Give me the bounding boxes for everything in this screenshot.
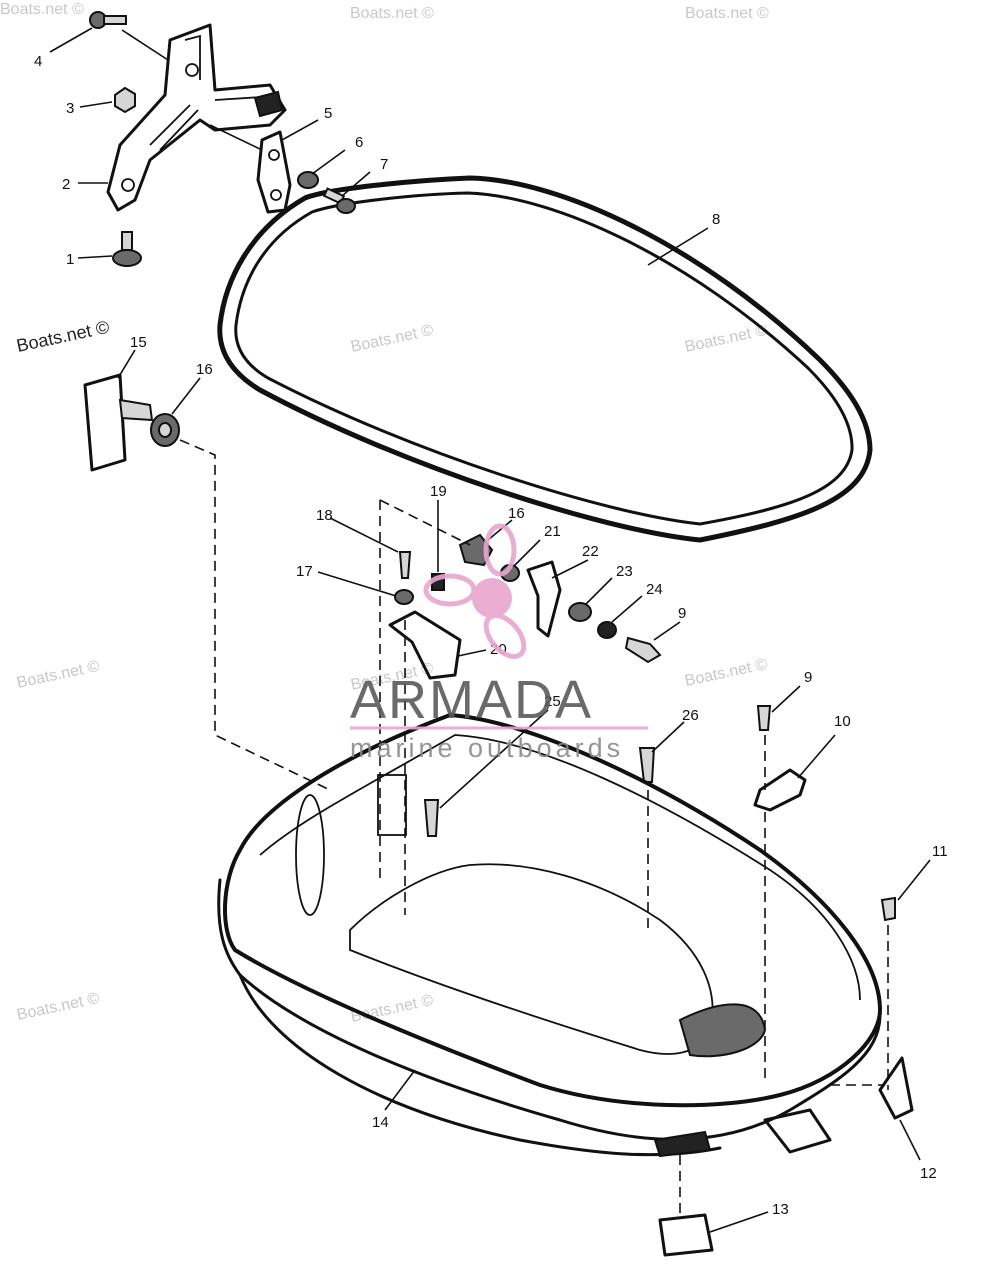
callout-3: 3 <box>66 100 74 117</box>
callout-17: 17 <box>296 563 313 580</box>
assembly-lines <box>179 439 889 1215</box>
callout-14: 14 <box>372 1114 389 1131</box>
propeller-logo <box>423 523 527 659</box>
screw-11 <box>880 896 896 922</box>
callout-8: 8 <box>712 211 720 228</box>
bottom-cowl <box>217 713 882 1158</box>
callout-2: 2 <box>62 176 70 193</box>
bolt-4 <box>89 11 127 29</box>
screw-18 <box>398 551 412 579</box>
callout-7: 7 <box>380 156 388 173</box>
callout-24: 24 <box>646 581 663 598</box>
plug-13 <box>658 1213 714 1257</box>
bracket-10 <box>753 768 807 812</box>
screw-26 <box>638 747 656 783</box>
callout-10: 10 <box>834 713 851 730</box>
callout-9a: 9 <box>678 605 686 622</box>
washer-23 <box>568 602 592 622</box>
watermark: Boats.net © <box>683 656 769 690</box>
catch-20 <box>388 610 462 680</box>
watermark: Boats.net © <box>350 5 434 22</box>
watermark: Boats.net © <box>349 322 435 356</box>
nut-3 <box>114 86 136 114</box>
callout-21: 21 <box>544 523 561 540</box>
watermark: Boats.net © <box>15 990 101 1024</box>
callout-12: 12 <box>920 1165 937 1182</box>
hinge-12 <box>878 1056 914 1120</box>
mount-bracket <box>106 23 287 212</box>
screw-7 <box>322 187 356 214</box>
watermark: Boats.net © <box>349 992 435 1026</box>
callout-4: 4 <box>34 53 42 70</box>
callout-22: 22 <box>582 543 599 560</box>
brand-watermark: ARMADA marine outboards <box>350 523 648 763</box>
callout-15: 15 <box>130 334 147 351</box>
screw-1 <box>112 231 142 267</box>
callout-25: 25 <box>544 693 561 710</box>
screw-9b <box>756 705 772 731</box>
watermark: Boats.net © <box>683 322 769 356</box>
callout-5: 5 <box>324 105 332 122</box>
latch-lever-22 <box>526 560 562 638</box>
watermark: Boats.net © <box>15 658 101 692</box>
callout-16b: 16 <box>508 505 525 522</box>
callout-1: 1 <box>66 251 74 268</box>
latch-assembly <box>388 533 662 680</box>
brand-tagline: marine outboards <box>350 733 624 763</box>
watermark-layer: Boats.net © Boats.net © Boats.net © Boat… <box>0 1 769 1026</box>
brand-name: ARMADA <box>350 670 593 730</box>
cowl-seal-gasket <box>217 175 873 543</box>
callout-9b: 9 <box>804 669 812 686</box>
callout-6: 6 <box>355 134 363 151</box>
leader-lines <box>49 27 931 1233</box>
callout-18: 18 <box>316 507 333 524</box>
nut-24 <box>597 621 617 639</box>
callout-13: 13 <box>772 1201 789 1218</box>
screw-9a <box>624 636 662 664</box>
watermark-primary: Boats.net © <box>15 317 111 356</box>
watermark: Boats.net © <box>0 1 84 18</box>
screw-25 <box>423 799 440 837</box>
callout-23: 23 <box>616 563 633 580</box>
callout-11: 11 <box>932 843 948 860</box>
washer-17 <box>394 589 414 605</box>
callout-26: 26 <box>682 707 699 724</box>
latch-plate-5 <box>256 130 292 214</box>
grommet-16 <box>150 413 180 447</box>
callout-19: 19 <box>430 483 447 500</box>
watermark: Boats.net © <box>685 5 769 22</box>
handle-15 <box>83 373 154 472</box>
right-hardware <box>423 705 914 1257</box>
callout-16a: 16 <box>196 361 213 378</box>
washer-6 <box>297 171 319 189</box>
